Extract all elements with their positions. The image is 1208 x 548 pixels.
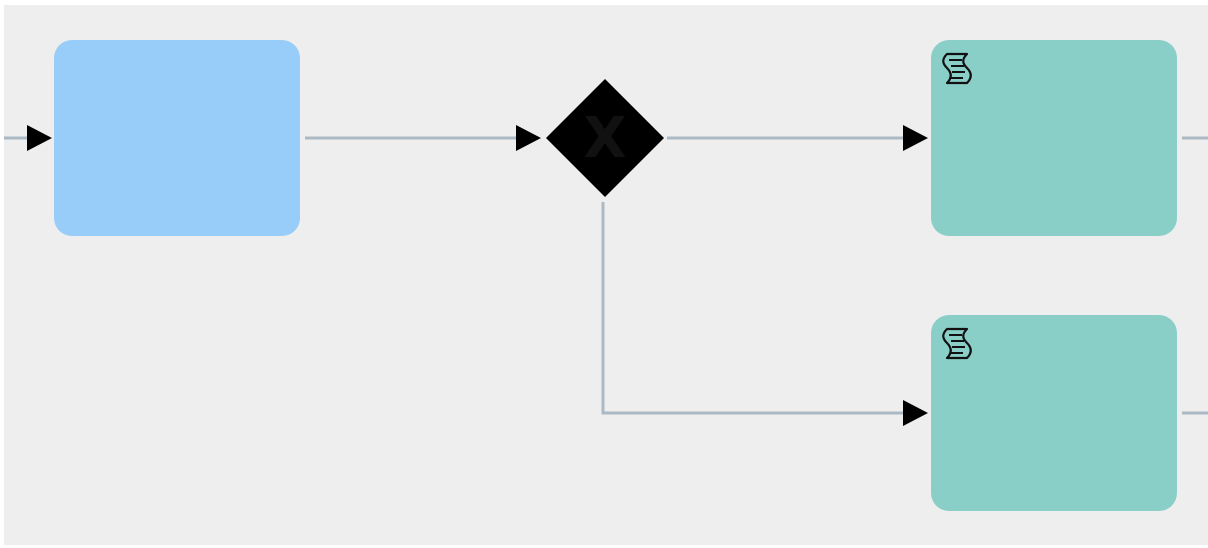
diagram-canvas: X [4, 5, 1208, 545]
sequence-flows [4, 125, 1208, 426]
script-icon [942, 327, 972, 360]
exclusive-gateway[interactable]: X [545, 78, 665, 198]
flow-gateway-to-task3[interactable] [601, 202, 905, 415]
gateway-arrowhead [516, 125, 541, 151]
task2-arrowhead [903, 125, 928, 151]
script-task-node[interactable] [931, 315, 1177, 511]
task3-arrowhead [903, 400, 928, 426]
script-icon [942, 52, 972, 85]
incoming-arrowhead [27, 125, 52, 151]
task-node[interactable] [54, 40, 300, 236]
script-task-node[interactable] [931, 40, 1177, 236]
gateway-diamond [546, 79, 664, 197]
gateway-marker: X [583, 106, 626, 171]
